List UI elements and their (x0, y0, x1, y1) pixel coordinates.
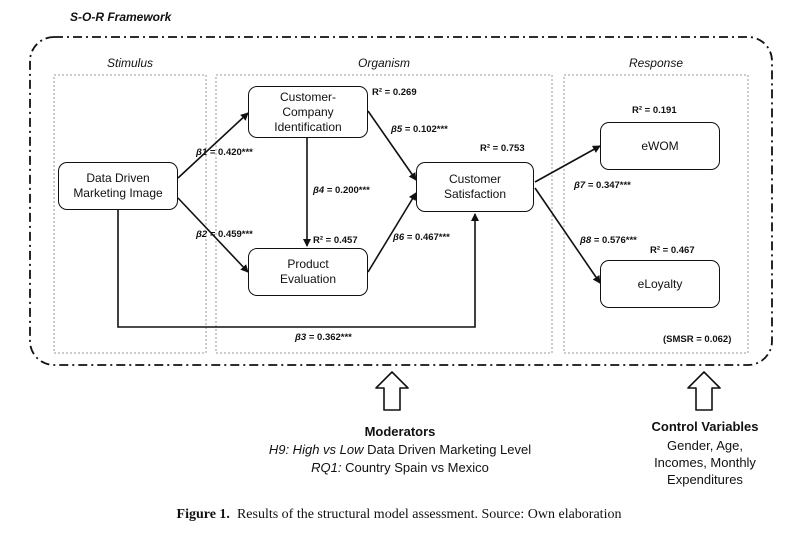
control-variables-title: Control Variables (651, 419, 759, 434)
path-b1-arrow (177, 112, 249, 179)
node-ewom: eWOM (600, 122, 720, 170)
response-label: Response (628, 56, 684, 70)
path-b8-arrow (534, 187, 601, 284)
node-data-driven-marketing-image: Data Driven Marketing Image (58, 162, 178, 210)
control-up-arrow (687, 371, 721, 411)
coef-b5: β5 = 0.102*** (391, 124, 448, 135)
framework-frame (29, 36, 773, 366)
moderators-up-arrow (375, 371, 409, 411)
moderators-title: Moderators (364, 424, 436, 439)
node-customer-satisfaction: Customer Satisfaction (416, 162, 534, 212)
coef-b6: β6 = 0.467*** (393, 232, 450, 243)
path-b7-arrow (534, 145, 601, 183)
coef-b7: β7 = 0.347*** (574, 180, 631, 191)
response-panel (563, 74, 749, 354)
path-b6-arrow (367, 192, 417, 273)
coef-b4: β4 = 0.200*** (313, 185, 370, 196)
moderators-h9: H9: High vs Low Data Driven Marketing Le… (268, 442, 532, 457)
control-variables-list: Gender, Age, Incomes, Monthly Expenditur… (654, 438, 756, 487)
r2-pe: R² = 0.457 (313, 235, 358, 246)
node-product-evaluation: Product Evaluation (248, 248, 368, 296)
coef-b3: β3 = 0.362*** (295, 332, 352, 343)
path-b3-arrow (117, 209, 479, 328)
organism-label: Organism (357, 56, 410, 70)
coef-b8: β8 = 0.576*** (580, 235, 637, 246)
r2-eloyalty: R² = 0.467 (650, 245, 695, 256)
node-customer-company-identification: Customer- Company Identification (248, 86, 368, 138)
stimulus-panel (53, 74, 207, 354)
framework-title: S-O-R Framework (70, 10, 172, 24)
r2-ewom: R² = 0.191 (632, 105, 677, 116)
path-b2-arrow (177, 197, 249, 273)
moderators-rq1: RQ1: Country Spain vs Mexico (311, 460, 489, 475)
r2-cci: R² = 0.269 (372, 87, 417, 98)
stimulus-label: Stimulus (106, 56, 153, 70)
figure-caption: Figure 1. Results of the structural mode… (176, 507, 622, 522)
coef-b1: β1 = 0.420*** (196, 147, 253, 158)
node-eloyalty: eLoyalty (600, 260, 720, 308)
organism-panel (215, 74, 553, 354)
smsr-value: (SMSR = 0.062) (663, 334, 732, 345)
r2-cs: R² = 0.753 (480, 143, 525, 154)
path-b5-arrow (367, 110, 417, 181)
coef-b2: β2 = 0.459*** (196, 229, 253, 240)
